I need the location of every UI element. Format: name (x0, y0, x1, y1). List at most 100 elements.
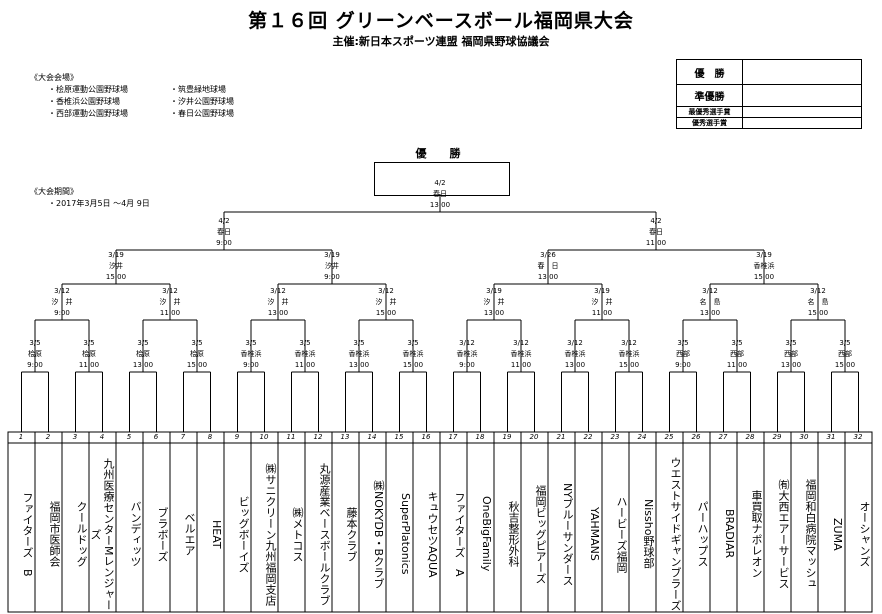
team-name: ZUMA (831, 517, 844, 551)
match-date: 3/5 (83, 339, 95, 347)
match-venue: 桧原 (190, 350, 204, 358)
team-number: 8 (207, 433, 213, 441)
match-date: 4/2 (218, 217, 230, 225)
match-time: 9:00 (324, 273, 340, 281)
match-date: 3/26 (540, 251, 556, 259)
team-number: 2 (45, 433, 51, 441)
match-date: 3/12 (270, 287, 286, 295)
team-number: 27 (718, 433, 728, 441)
team-name: NYブルーサンダース (561, 482, 574, 586)
award-value (742, 117, 862, 129)
match-time: 11:00 (726, 361, 748, 369)
team-number: 9 (234, 433, 240, 441)
team-name: クールドッグ (75, 501, 88, 567)
team-number: 22 (583, 433, 593, 441)
team-name: ファイターズ B (21, 491, 34, 577)
team-number: 6 (153, 433, 159, 441)
match-venue: 汐 井 (591, 298, 613, 306)
team-name: ビッグボーイズ (237, 495, 250, 573)
match-time: 13:00 (267, 309, 289, 317)
team-number: 25 (664, 433, 674, 441)
team-name: ベルエア (183, 512, 196, 556)
match-venue: 汐井 (325, 262, 339, 270)
match-date: 3/12 (378, 287, 394, 295)
team-name: バンディッツ (129, 501, 142, 567)
match-date: 3/12 (567, 339, 583, 347)
match-date: 3/12 (162, 287, 178, 295)
match-date: 3/5 (137, 339, 149, 347)
awards-table: 優 勝 準優勝 最優秀選手賞 優秀選手賞 (676, 59, 862, 129)
match-time: 9:00 (675, 361, 691, 369)
team-name: SuperPlatonics (399, 493, 412, 575)
team-name: ファイターズ A (453, 491, 466, 577)
team-number: 12 (313, 433, 323, 441)
match-venue: 香椎浜 (564, 350, 586, 358)
team-name: YAHMANS (588, 507, 601, 561)
match-time: 9:00 (54, 309, 70, 317)
team-name: 車買取ナポレオン (750, 490, 763, 578)
match-time: 13:00 (780, 361, 802, 369)
venue-item: ・桧原運動公園野球場 (48, 85, 128, 94)
venue-item: ・汐井公園野球場 (170, 97, 234, 106)
team-name: 福岡和白病院マッシュ (804, 479, 817, 589)
match-time: 9:00 (27, 361, 43, 369)
match-time: 15:00 (105, 273, 127, 281)
organizer-subtitle: 主催:新日本スポーツ連盟 福岡県野球協議会 (332, 35, 550, 48)
match-date: 3/5 (29, 339, 41, 347)
match-venue: 香椎浜 (753, 262, 775, 270)
match-date: 3/19 (486, 287, 502, 295)
team-number: 18 (475, 433, 485, 441)
match-time: 13:00 (429, 201, 451, 209)
venue-item: ・春日公園野球場 (170, 109, 234, 118)
team-number: 3 (72, 433, 78, 441)
team-number: 19 (502, 433, 512, 441)
match-venue: 西部 (784, 350, 798, 358)
venue-list-col1: ・桧原運動公園野球場 ・香椎浜公園野球場 ・西部運動公園野球場 (48, 84, 128, 120)
match-time: 9:00 (243, 361, 259, 369)
match-date: 3/5 (191, 339, 203, 347)
match-venue: 春日 (217, 228, 231, 236)
team-name: ㈱サニクリーン九州福岡支店 (264, 462, 277, 606)
team-name: HEAT (210, 519, 223, 549)
match-time: 11:00 (645, 239, 667, 247)
match-date: 3/5 (407, 339, 419, 347)
match-time: 13:00 (564, 361, 586, 369)
match-date: 3/5 (839, 339, 851, 347)
period-heading: 《大会期間》 (30, 187, 78, 196)
team-name: ハービーズ福岡 (615, 495, 628, 573)
match-date: 3/12 (810, 287, 826, 295)
match-venue: 汐井 (109, 262, 123, 270)
match-date: 3/5 (353, 339, 365, 347)
match-time: 9:00 (459, 361, 475, 369)
match-venue: 春日 (433, 190, 447, 198)
team-number: 29 (772, 433, 782, 441)
match-venue: 香椎浜 (348, 350, 370, 358)
match-venue: 汐 井 (51, 298, 73, 306)
match-time: 15:00 (402, 361, 424, 369)
match-date: 3/19 (756, 251, 772, 259)
match-info: 3/12 香椎浜 13:00 (555, 338, 595, 371)
team-name: 秋吉整形外科 (507, 501, 520, 567)
team-number: 5 (126, 433, 132, 441)
match-date: 3/5 (785, 339, 797, 347)
match-venue: 汐 井 (483, 298, 505, 306)
